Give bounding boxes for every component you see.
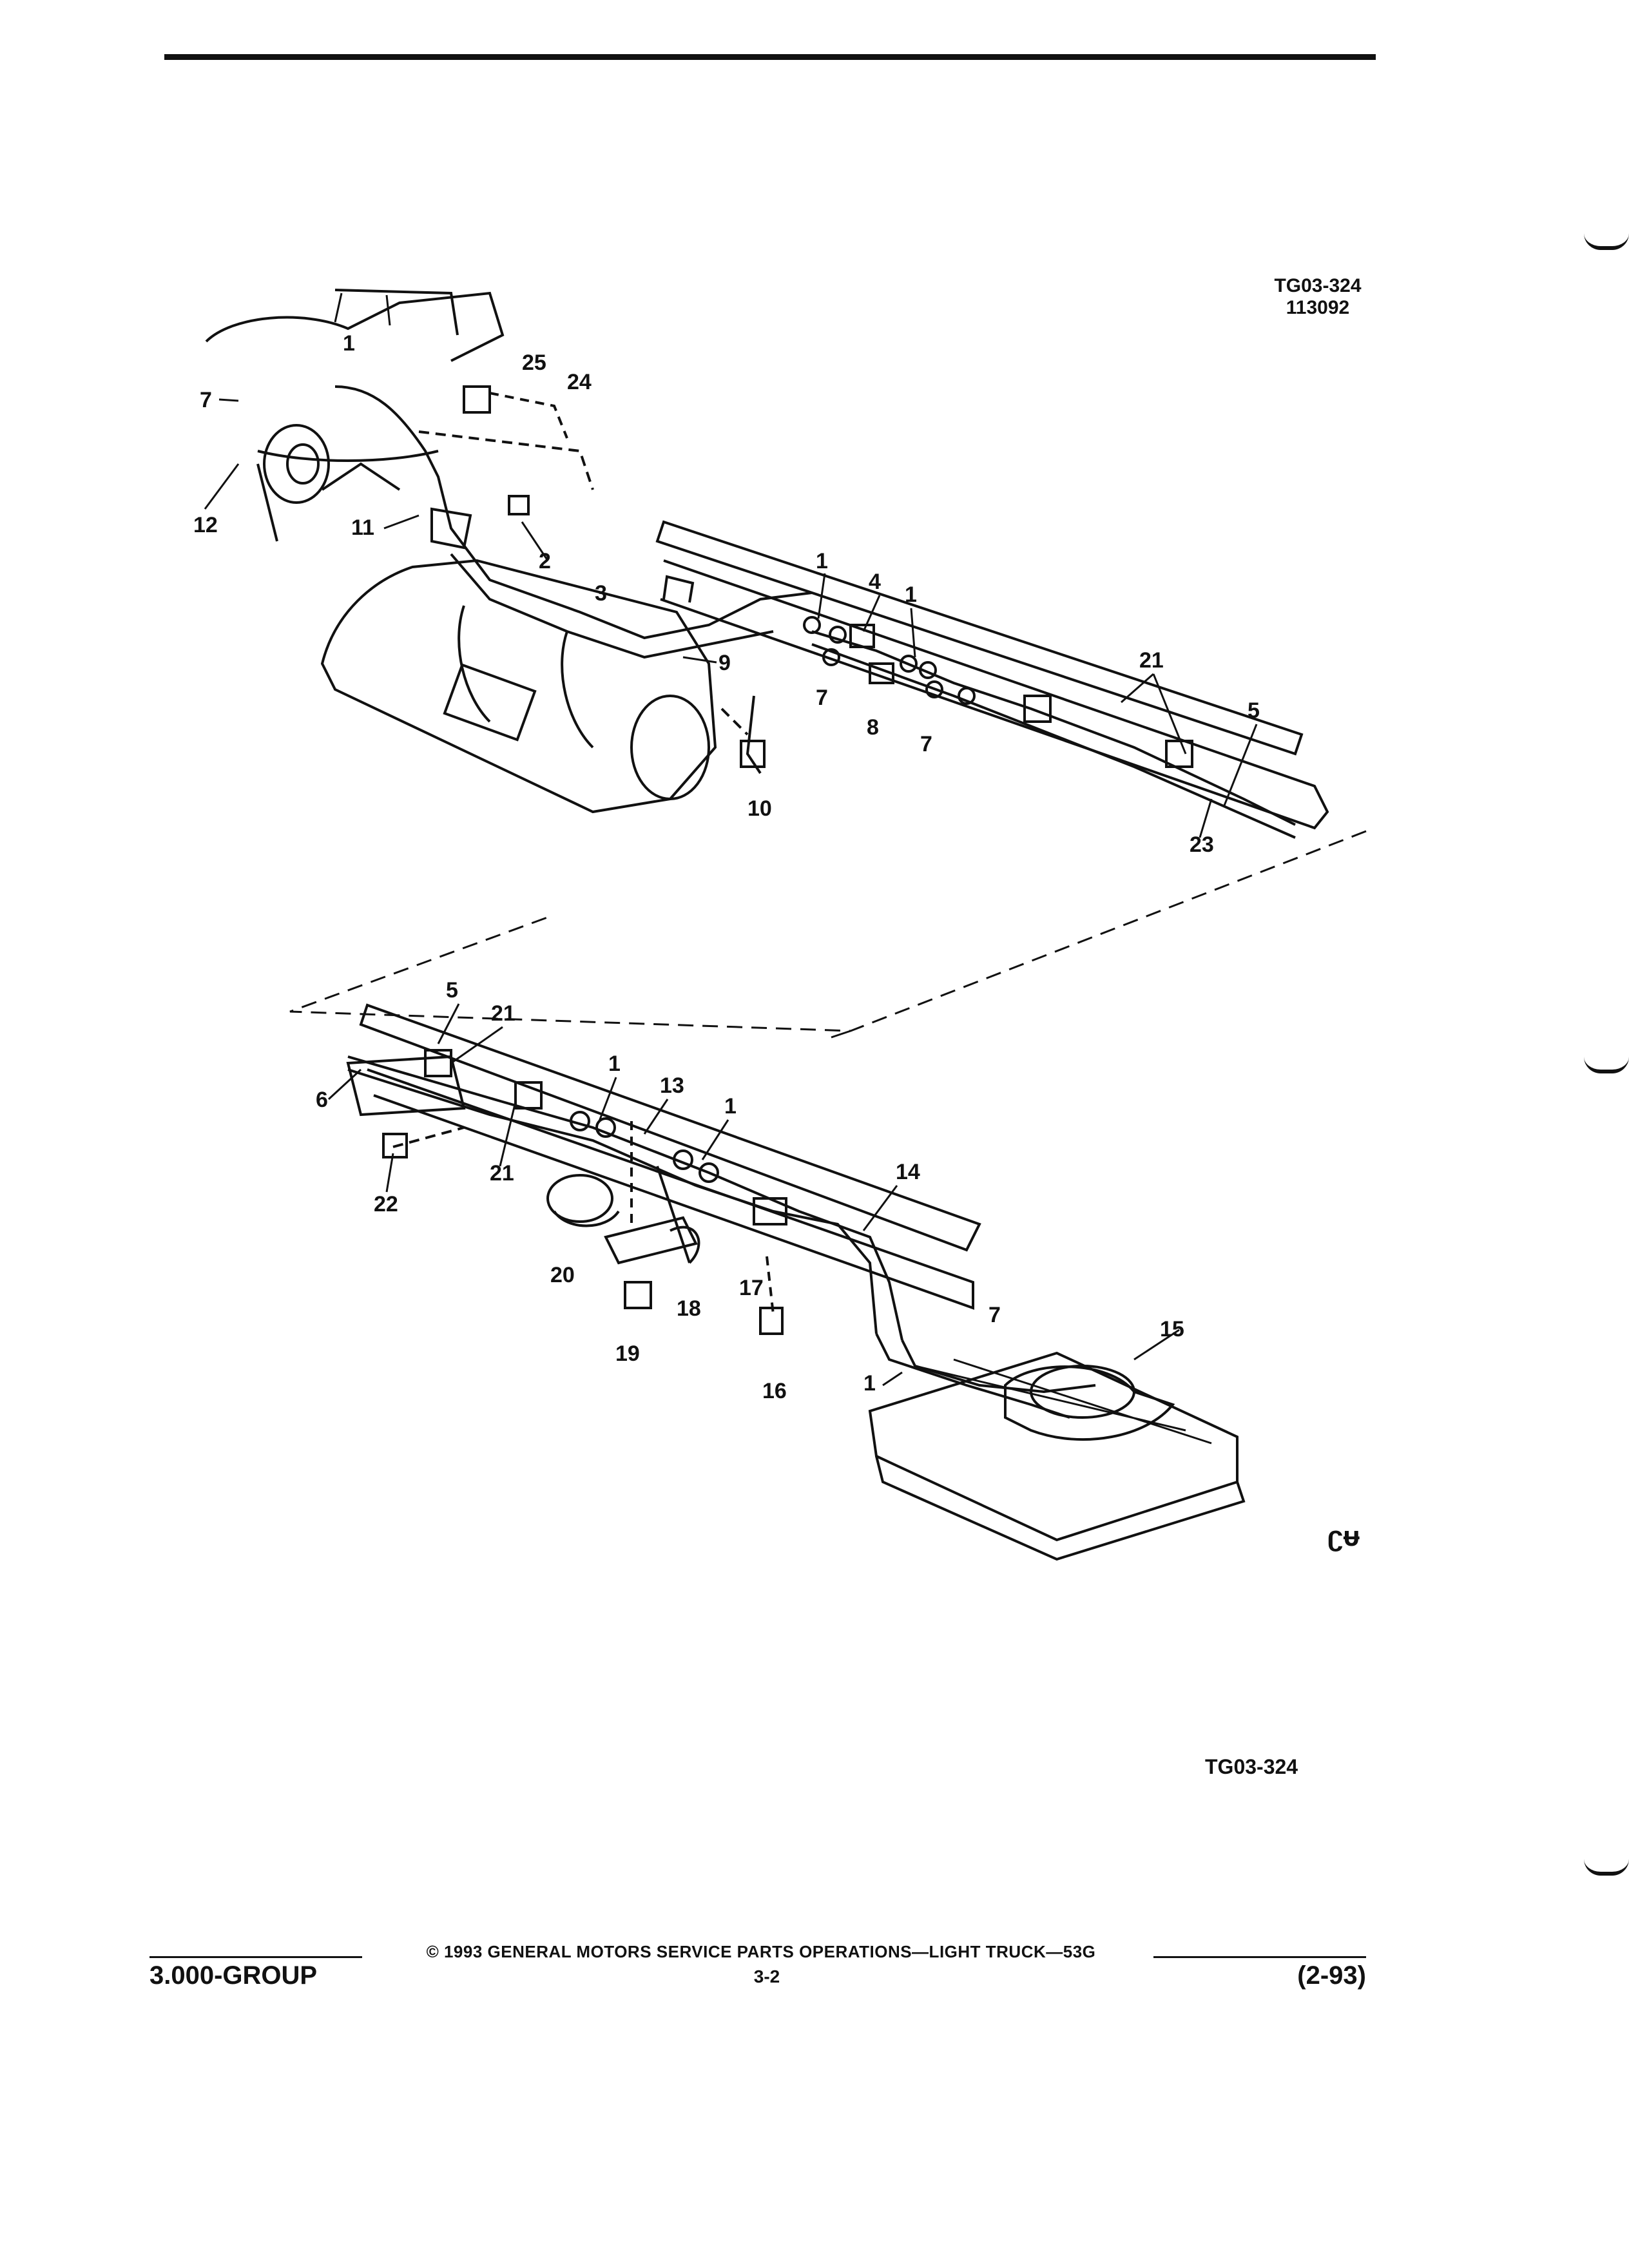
callout-label: 1 (816, 549, 828, 573)
footer-rule-left (149, 1956, 362, 1958)
callout-label: 15 (1160, 1317, 1184, 1341)
callout-label: 16 (762, 1379, 787, 1403)
callout-label: 23 (1190, 832, 1214, 857)
callout-label: 3 (595, 581, 607, 606)
upper-assembly (205, 289, 1367, 1039)
footer-revision-date: (2-93) (1297, 1961, 1366, 1990)
callout-label: 21 (490, 1161, 514, 1186)
callout-label: 12 (193, 513, 218, 537)
callout-label: 6 (316, 1088, 328, 1112)
callout-label: 1 (905, 582, 917, 607)
callout-label: 22 (374, 1192, 398, 1216)
callout-label: 9 (718, 651, 731, 675)
binding-hole-mark-icon (1584, 233, 1629, 250)
footer-rule-right (1153, 1956, 1366, 1958)
binding-hole-mark-icon (1584, 1057, 1629, 1073)
callout-label: 25 (522, 351, 546, 375)
callout-label: 7 (200, 388, 212, 412)
callout-label: 19 (615, 1341, 640, 1366)
callout-label: 10 (747, 796, 772, 821)
callout-labels: 1 7 12 11 25 24 2 3 1 4 1 9 7 8 7 10 21 … (193, 331, 1260, 1403)
callout-label: 21 (1139, 648, 1164, 673)
callout-label: 18 (677, 1296, 701, 1321)
callout-label: 1 (724, 1094, 737, 1119)
footer-group-code: 3.000-GROUP (149, 1961, 318, 1990)
callout-label: 4 (869, 570, 881, 594)
callout-label: 5 (1248, 698, 1260, 723)
callout-label: 17 (739, 1276, 764, 1300)
callout-label: 21 (491, 1001, 516, 1026)
callout-label: 1 (608, 1052, 621, 1076)
callout-label: 7 (920, 732, 932, 756)
lower-assembly (346, 1003, 1246, 1561)
callout-label: 8 (867, 715, 879, 740)
figure-ref-number: 113092 (1286, 297, 1350, 318)
callout-label: 7 (988, 1303, 1001, 1327)
callout-label: 7 (816, 686, 828, 710)
publisher-logo-icon: ʗᵾ (1327, 1521, 1360, 1552)
top-rule (164, 54, 1376, 60)
callout-label: 11 (351, 515, 374, 540)
figure-ref-code: TG03-324 (1274, 275, 1362, 296)
callout-label: 20 (550, 1263, 575, 1287)
callout-label: 13 (660, 1073, 684, 1098)
binding-hole-mark-icon (1584, 1859, 1629, 1876)
figure-ref-code-bottom: TG03-324 (1205, 1755, 1298, 1778)
callout-label: 14 (896, 1160, 920, 1184)
callout-label: 24 (567, 370, 592, 394)
footer-page-number: 3-2 (753, 1966, 780, 1986)
callout-label: 1 (343, 331, 355, 356)
callout-label: 1 (863, 1371, 876, 1396)
footer-copyright: © 1993 GENERAL MOTORS SERVICE PARTS OPER… (426, 1942, 1096, 1961)
callout-label: 5 (446, 978, 458, 1003)
leader-lines (204, 398, 1258, 1387)
callout-label: 2 (539, 549, 551, 573)
